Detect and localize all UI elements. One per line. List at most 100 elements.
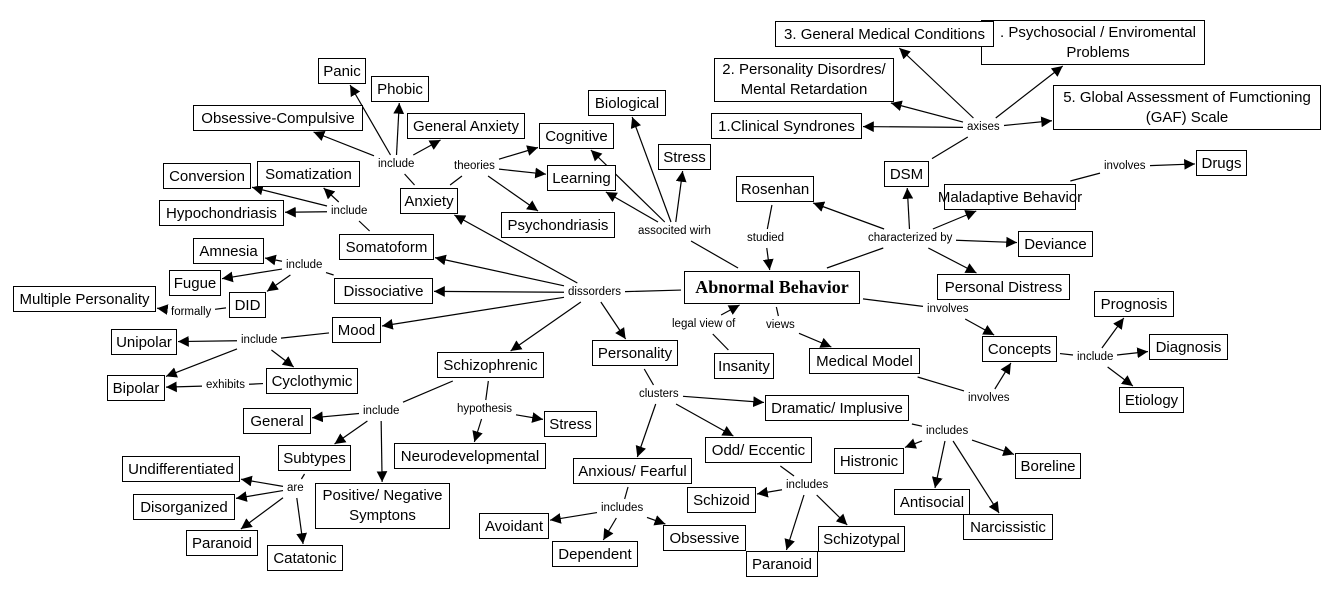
- node-schizoid[interactable]: Schizoid: [687, 487, 756, 513]
- node-personality[interactable]: Personality: [592, 340, 678, 366]
- edge-axises-axis2: [890, 100, 964, 123]
- node-drugs[interactable]: Drugs: [1196, 150, 1247, 176]
- node-neurodevelopmental[interactable]: Neurodevelopmental: [394, 443, 546, 469]
- edge-includes_dramatic-antisocial: [931, 440, 946, 489]
- node-axis-3-general-medical[interactable]: 3. General Medical Conditions: [775, 21, 994, 47]
- edge-studied-root: [762, 247, 774, 271]
- edge-medical_model-involves_medical: [917, 376, 965, 392]
- node-subtypes[interactable]: Subtypes: [278, 445, 351, 471]
- node-phobic[interactable]: Phobic: [371, 76, 429, 102]
- node-mood[interactable]: Mood: [332, 317, 381, 343]
- node-deviance[interactable]: Deviance: [1018, 231, 1093, 257]
- node-stress-associated[interactable]: Stress: [658, 144, 711, 170]
- edge-include_schizo-pos_neg: [376, 420, 388, 483]
- edge-root-views: [775, 306, 779, 317]
- node-catatonic[interactable]: Catatonic: [267, 545, 343, 571]
- node-axis-1-clinical-syndrones[interactable]: 1.Clinical Syndrones: [711, 113, 862, 139]
- node-bipolar[interactable]: Bipolar: [107, 375, 165, 401]
- edge-associted_with-stress_top: [675, 170, 687, 223]
- edge-hypothesis-stress_schizo: [515, 412, 544, 423]
- node-somatoform[interactable]: Somatoform: [339, 234, 434, 260]
- link-label-include: include: [1076, 351, 1115, 364]
- edge-hypothesis-neurodevelopmental: [472, 418, 483, 443]
- link-label-formally: formally: [170, 306, 213, 319]
- edge-includes_anxious-dependent: [602, 517, 617, 541]
- node-somatization[interactable]: Somatization: [257, 161, 360, 187]
- link-label-studied: studied: [746, 232, 786, 245]
- node-axis-2-personality-disordres[interactable]: 2. Personality Disordres/ Mental Retarda…: [714, 58, 894, 102]
- edge-involves_drugs-drugs: [1149, 158, 1196, 170]
- node-schizophrenic[interactable]: Schizophrenic: [437, 352, 544, 378]
- link-label-are: are: [286, 482, 305, 495]
- node-general[interactable]: General: [243, 408, 311, 434]
- node-fugue[interactable]: Fugue: [169, 270, 221, 296]
- node-cyclothymic[interactable]: Cyclothymic: [266, 368, 358, 394]
- node-biological[interactable]: Biological: [588, 90, 666, 116]
- node-abnormal-behavior[interactable]: Abnormal Behavior: [684, 271, 860, 304]
- node-cognitive[interactable]: Cognitive: [539, 123, 614, 149]
- node-undifferentiated[interactable]: Undifferentiated: [122, 456, 240, 482]
- node-psychondriasis[interactable]: Psychondriasis: [501, 212, 615, 238]
- node-dramatic-implusive[interactable]: Dramatic/ Implusive: [765, 395, 909, 421]
- edge-characterized_by-dsm: [902, 187, 914, 230]
- link-label-includes: includes: [925, 425, 970, 438]
- node-dsm[interactable]: DSM: [884, 161, 929, 187]
- node-anxiety[interactable]: Anxiety: [400, 188, 458, 214]
- node-anxious-fearful[interactable]: Anxious/ Fearful: [573, 458, 692, 484]
- node-paranoid-schizophrenic[interactable]: Paranoid: [186, 530, 258, 556]
- node-odd-eccentic[interactable]: Odd/ Eccentic: [705, 437, 812, 463]
- node-positive-negative-symptons[interactable]: Positive/ Negative Symptons: [315, 483, 450, 529]
- link-label-include: include: [285, 259, 324, 272]
- node-multiple-personality[interactable]: Multiple Personality: [13, 286, 156, 312]
- node-axis-4-psychosocial[interactable]: . Psychosocial / Enviromental Problems: [981, 20, 1205, 65]
- node-unipolar[interactable]: Unipolar: [111, 329, 177, 355]
- edge-includes_dramatic-narcissistic: [952, 440, 1000, 514]
- node-obsessive-compulsive[interactable]: Obsessive-Compulsive: [193, 105, 363, 131]
- edge-legal_view_of-root: [720, 304, 740, 316]
- link-label-include: include: [362, 405, 401, 418]
- node-rosenhan[interactable]: Rosenhan: [736, 176, 814, 202]
- node-etiology[interactable]: Etiology: [1119, 387, 1184, 413]
- link-label-involves: involves: [926, 303, 970, 316]
- node-did[interactable]: DID: [229, 292, 266, 318]
- node-diagnosis[interactable]: Diagnosis: [1149, 334, 1228, 360]
- node-prognosis[interactable]: Prognosis: [1094, 291, 1174, 317]
- edge-anxious_fearful-includes_anxious: [624, 486, 629, 500]
- node-paranoid-personality[interactable]: Paranoid: [746, 551, 818, 577]
- edge-somatoform-include_somatoform: [358, 220, 371, 232]
- node-dissociative[interactable]: Dissociative: [334, 278, 433, 304]
- edge-involves_medical-concepts: [994, 362, 1012, 390]
- node-insanity[interactable]: Insanity: [714, 353, 774, 379]
- node-hypochondriasis[interactable]: Hypochondriasis: [159, 200, 284, 226]
- node-maladaptive-behavior[interactable]: Maladaptive Behavior: [938, 184, 1082, 210]
- node-stress-schizophrenic[interactable]: Stress: [544, 411, 597, 437]
- node-boreline[interactable]: Boreline: [1015, 453, 1081, 479]
- node-obsessive[interactable]: Obsessive: [663, 525, 746, 551]
- edge-root-involves_concepts: [862, 298, 924, 307]
- node-conversion[interactable]: Conversion: [163, 163, 251, 189]
- node-antisocial[interactable]: Antisocial: [894, 489, 970, 515]
- node-learning[interactable]: Learning: [547, 165, 616, 191]
- node-schizotypal[interactable]: Schizotypal: [818, 526, 905, 552]
- edge-includes_dramatic-histronic: [904, 438, 923, 449]
- node-avoidant[interactable]: Avoidant: [479, 513, 549, 539]
- edge-are-paranoid_schizo: [240, 497, 284, 530]
- node-general-anxiety[interactable]: General Anxiety: [407, 113, 525, 139]
- link-label-characterized-by: characterized by: [867, 232, 954, 245]
- edge-include_anxiety-phobic: [393, 102, 405, 156]
- edge-includes_anxious-avoidant: [549, 511, 598, 524]
- node-dependent[interactable]: Dependent: [552, 541, 638, 567]
- node-personal-distress[interactable]: Personal Distress: [937, 274, 1070, 300]
- node-histronic[interactable]: Histronic: [834, 448, 904, 474]
- node-axis-5-gaf-scale[interactable]: 5. Global Assessment of Fumctioning (GAF…: [1053, 85, 1321, 130]
- node-narcissistic[interactable]: Narcissistic: [963, 514, 1053, 540]
- edge-cyclothymic-exhibits: [248, 382, 264, 385]
- node-disorganized[interactable]: Disorganized: [133, 494, 235, 520]
- edge-root-associted_with: [690, 240, 739, 269]
- node-medical-model[interactable]: Medical Model: [809, 348, 920, 374]
- node-panic[interactable]: Panic: [318, 58, 366, 84]
- edge-root-dissorders: [624, 289, 682, 293]
- node-concepts[interactable]: Concepts: [982, 336, 1057, 362]
- edge-include_dissociative-amnesia: [264, 254, 283, 266]
- node-amnesia[interactable]: Amnesia: [193, 238, 264, 264]
